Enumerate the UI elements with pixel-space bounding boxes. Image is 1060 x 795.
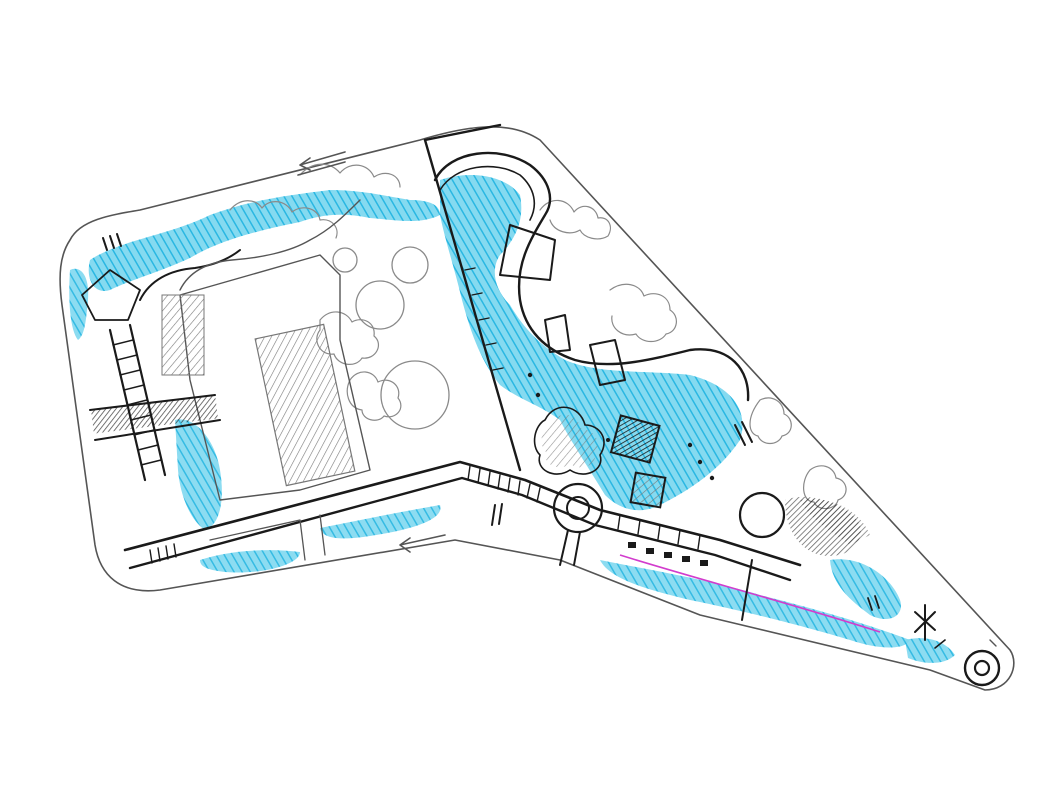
- step-marks: [491, 421, 880, 611]
- arrow-south-icon: [399, 534, 446, 553]
- pavilion-dark-1: [609, 414, 661, 464]
- promenade-ticks: [467, 465, 701, 550]
- tree-circle-4: [332, 247, 358, 273]
- site-boundary: [59, 126, 1015, 691]
- pavilion-middle-2: [544, 314, 571, 353]
- shade-block-west: [161, 294, 205, 376]
- tree-cluster-east-shore: [749, 397, 792, 445]
- water-southeast-channel: [600, 560, 910, 648]
- water-north-channel: [88, 190, 441, 291]
- promenade-north-edge: [123, 460, 802, 567]
- divider-ticks: [464, 267, 504, 371]
- tip-roundabout-outer: [963, 649, 1001, 687]
- diagonal-divider: [423, 138, 522, 472]
- winding-path-north: [139, 249, 241, 301]
- direction-arrows: [297, 151, 446, 553]
- promenade-path: [123, 460, 802, 582]
- tip-roundabout: [963, 639, 1001, 687]
- tree-cluster-east-2: [609, 283, 677, 343]
- pier-crossbar-hatch: [91, 394, 219, 434]
- dot-marks: [527, 372, 715, 481]
- pavilion-hatched-2: [629, 471, 667, 509]
- tree-clusters: [229, 163, 847, 510]
- tree-cluster-northwest: [299, 163, 401, 188]
- pier-pavilion: [81, 269, 141, 321]
- kiosk-5: [700, 560, 708, 566]
- water-tip: [905, 638, 955, 663]
- central-lawn: [161, 254, 371, 501]
- promenade-south-edge: [128, 476, 792, 582]
- tip-roundabout-inner: [973, 659, 991, 677]
- plaza-central-outer: [552, 482, 604, 534]
- tree-circle-2: [355, 280, 405, 330]
- curved-path-west: [179, 199, 361, 291]
- kiosk-1: [628, 542, 636, 548]
- water-south-strip: [200, 550, 300, 573]
- pavilions: [499, 224, 667, 509]
- water-east-pool: [830, 559, 901, 620]
- tree-cluster-north: [229, 200, 338, 239]
- water-south-strip-2: [320, 505, 441, 539]
- water-bodies: [69, 175, 955, 663]
- secondary-path: [209, 514, 326, 561]
- tree-circle-3: [380, 360, 450, 430]
- north-marker: [102, 233, 122, 251]
- lawn-trees: [332, 246, 450, 430]
- arrow-north-icon: [297, 151, 346, 176]
- diagonal-divider-top: [423, 123, 502, 142]
- water-west-edge: [69, 268, 89, 340]
- island-hatch: [541, 414, 598, 468]
- kiosk-4: [682, 556, 690, 562]
- water-main-lagoon: [440, 175, 743, 511]
- water-southwest-inlet: [175, 419, 222, 530]
- kiosk-3: [664, 552, 672, 558]
- tree-cluster-south: [346, 371, 402, 421]
- lawn-hatch-block: [254, 323, 356, 487]
- kiosk-row: [628, 542, 708, 566]
- lagoon-curve-path: [433, 151, 750, 402]
- east-shore-hatch: [800, 499, 870, 545]
- plaza-east: [738, 491, 786, 539]
- boardwalk-pier: [81, 233, 221, 482]
- vertical-cross-path: [741, 559, 753, 621]
- magenta-boundary: [619, 554, 881, 633]
- kiosk-2: [646, 548, 654, 554]
- plaza-central-inner: [566, 496, 590, 520]
- island-outline: [533, 406, 605, 475]
- promenade-west-ticks: [149, 543, 177, 564]
- pavilion-north: [499, 224, 556, 281]
- pavilion-middle-1: [589, 339, 626, 386]
- palm-icon: [914, 604, 946, 649]
- lagoon-curve-inner: [439, 165, 536, 221]
- tree-circle-1: [391, 246, 429, 284]
- plaza-central-spur: [559, 529, 581, 566]
- tree-cluster-east: [539, 199, 611, 240]
